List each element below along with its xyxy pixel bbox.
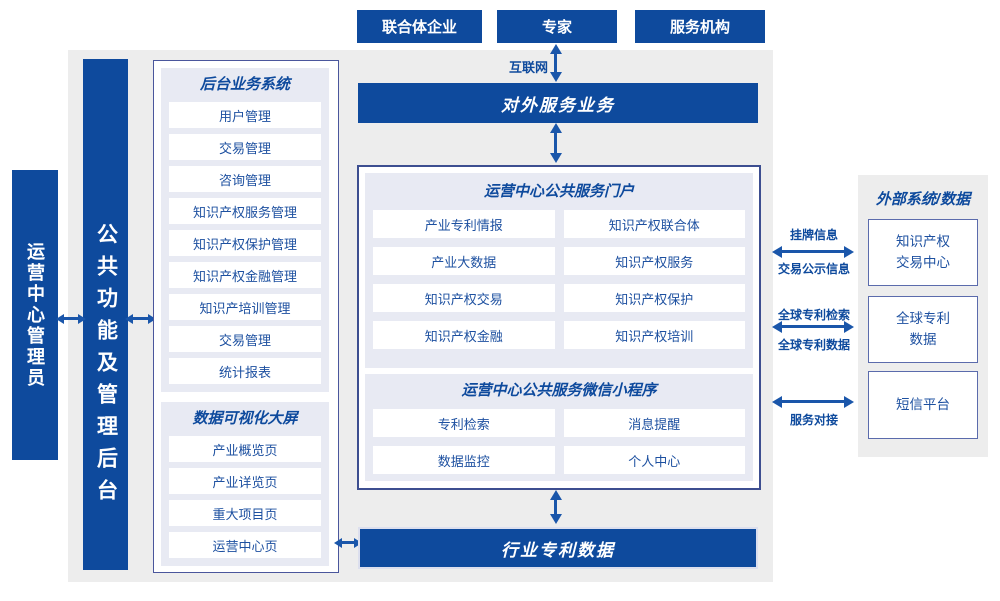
actor-box-expert: 专家 — [497, 10, 617, 43]
actor-label: 服务机构 — [669, 19, 730, 36]
panel-item: 知识产权保护 — [563, 284, 745, 312]
external-service-bar: 对外服务业务 — [358, 83, 758, 123]
panel-item: 专利检索 — [373, 409, 555, 437]
panel-item: 知识产权交易 — [373, 284, 555, 312]
external-system-global-patent-data: 全球专利 数据 — [868, 296, 978, 363]
panel-item: 产业概览页 — [169, 436, 321, 462]
arrow-service-portal — [554, 133, 557, 153]
panel-title: 数据可视化大屏 — [192, 410, 298, 427]
panel-item: 运营中心页 — [169, 532, 321, 558]
external-systems-panel: 外部系统/数据 知识产权 交易中心 全球专利 数据 短信平台 — [858, 175, 988, 457]
dashboard-panel: 数据可视化大屏 产业概览页 产业详览页 重大项目页 运营中心页 — [161, 402, 329, 566]
actor-box-consortium-enterprise: 联合体企业 — [357, 10, 482, 43]
external-system-ip-trade-center: 知识产权 交易中心 — [868, 219, 978, 286]
arrow-global-patent-link — [782, 325, 844, 328]
panel-item: 交易管理 — [169, 326, 321, 352]
actor-box-service-agency: 服务机构 — [635, 10, 765, 43]
panel-item: 产业详览页 — [169, 468, 321, 494]
link-label-global-patent-search: 全球专利检索 — [777, 308, 850, 322]
panel-item: 交易管理 — [169, 134, 321, 160]
panel-item: 产业专利情报 — [373, 210, 555, 238]
external-system-label-line1: 全球专利 — [896, 311, 950, 327]
panel-item: 知识产培训管理 — [169, 294, 321, 320]
panel-item: 产业大数据 — [373, 247, 555, 275]
panel-title: 后台业务系统 — [199, 76, 290, 93]
admin-rail-label: 运营中心管理员 — [25, 241, 45, 389]
link-label-service-connect: 服务对接 — [789, 413, 838, 427]
panel-item: 重大项目页 — [169, 500, 321, 526]
actor-label: 专家 — [541, 19, 572, 36]
panel-item: 知识产权联合体 — [563, 210, 745, 238]
external-system-label-line1: 短信平台 — [896, 396, 950, 412]
panel-item: 知识产权金融管理 — [169, 262, 321, 288]
backend-system-panel: 后台业务系统 用户管理 交易管理 咨询管理 知识产权服务管理 知识产权保护管理 … — [161, 68, 329, 392]
arrow-portal-industry-data — [554, 500, 557, 514]
panel-title: 运营中心公共服务门户 — [483, 183, 634, 200]
external-systems-title: 外部系统/数据 — [875, 191, 971, 208]
arrow-sms-link — [782, 400, 844, 403]
external-system-label-line2: 数据 — [909, 331, 937, 347]
arrow-admin-backend — [64, 317, 78, 320]
panel-item: 统计报表 — [169, 358, 321, 384]
backend-rail: 公共功能及管理后台 — [83, 59, 128, 570]
backend-rail-label: 公共功能及管理后台 — [94, 223, 118, 511]
arrow-internet — [554, 54, 557, 72]
panel-title: 运营中心公共服务微信小程序 — [461, 382, 657, 399]
panel-item: 咨询管理 — [169, 166, 321, 192]
arrow-trade-center-link — [782, 250, 844, 253]
arrow-column-industry-data — [342, 541, 354, 544]
portal-panel: 运营中心公共服务门户 产业专利情报 知识产权联合体 产业大数据 知识产权服务 知… — [365, 173, 753, 368]
link-label-listing-info: 挂牌信息 — [789, 228, 838, 242]
external-system-sms-platform: 短信平台 — [868, 371, 978, 439]
arrow-backend-column — [133, 317, 148, 320]
industry-patent-data-bar: 行业专利数据 — [358, 527, 758, 569]
miniprogram-panel: 运营中心公共服务微信小程序 专利检索 消息提醒 数据监控 个人中心 — [365, 374, 753, 481]
panel-item: 知识产权服务管理 — [169, 198, 321, 224]
actor-label: 联合体企业 — [381, 19, 457, 36]
panel-item: 知识产权服务 — [563, 247, 745, 275]
panel-item: 知识产权保护管理 — [169, 230, 321, 256]
panel-item: 知识产权培训 — [563, 321, 745, 349]
panel-item: 知识产权金融 — [373, 321, 555, 349]
panel-item: 数据监控 — [373, 446, 555, 474]
link-label-trade-publicity: 交易公示信息 — [777, 262, 850, 276]
internet-label: 互联网 — [508, 60, 548, 75]
panel-item: 消息提醒 — [563, 409, 745, 437]
admin-rail: 运营中心管理员 — [12, 170, 58, 460]
link-label-global-patent-data: 全球专利数据 — [777, 338, 850, 352]
external-service-label: 对外服务业务 — [501, 95, 615, 115]
panel-item: 用户管理 — [169, 102, 321, 128]
panel-item: 个人中心 — [563, 446, 745, 474]
external-system-label-line1: 知识产权 — [896, 234, 950, 250]
industry-patent-data-label: 行业专利数据 — [501, 540, 615, 560]
external-system-label-line2: 交易中心 — [896, 254, 950, 270]
